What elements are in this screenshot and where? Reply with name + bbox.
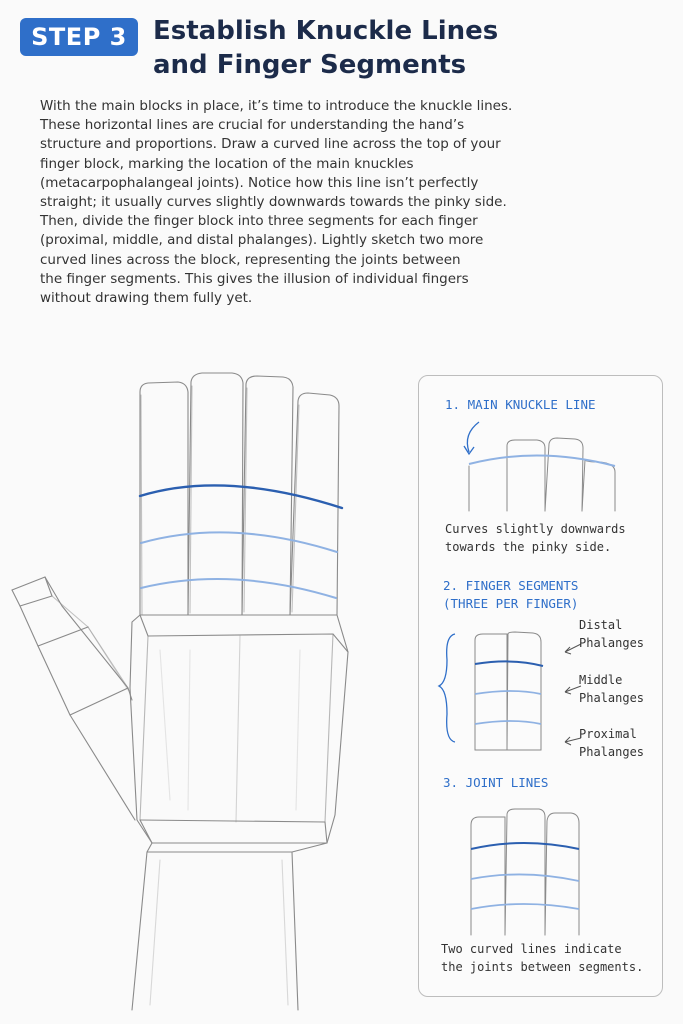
section-main-knuckle-heading: 1. MAIN KNUCKLE LINE — [445, 397, 596, 412]
guide-panel: 1. MAIN KNUCKLE LINE Curves slightly dow… — [418, 375, 663, 997]
intro-line: (metacarpophalangeal joints). Notice how… — [40, 174, 479, 191]
thumb-block — [11, 576, 136, 821]
finger-index — [139, 381, 189, 616]
intro-line: With the main blocks in place, it’s time… — [40, 98, 513, 114]
note-line: towards the pinky side. — [445, 540, 612, 554]
intro-line: curved lines across the block, represent… — [40, 251, 461, 268]
label-line: Phalanges — [579, 636, 645, 650]
label-line: Proximal — [579, 727, 637, 741]
step-badge: STEP 3 — [20, 18, 138, 56]
knuckle-line-diagram — [463, 421, 616, 512]
page-title-line-1: Establish Knuckle Lines — [153, 16, 499, 46]
label-proximal-phalanges: Proximal Phalanges — [579, 725, 644, 761]
intro-line: These horizontal lines are crucial for u… — [40, 117, 465, 134]
wrist-block — [131, 842, 328, 1011]
label-middle-phalanges: Middle Phalanges — [579, 671, 644, 707]
label-line: Phalanges — [579, 691, 645, 705]
note-line: the joints between segments. — [441, 960, 644, 974]
page-title-line-2: and Finger Segments — [153, 50, 467, 80]
finger-middle — [187, 372, 244, 616]
intro-line: finger block, marking the location of th… — [40, 155, 414, 172]
note-line: Two curved lines indicate — [441, 942, 622, 956]
brace-icon — [437, 633, 456, 743]
label-line: Middle — [579, 673, 623, 687]
intro-line: without drawing them fully yet. — [40, 290, 253, 307]
section-joint-lines-note: Two curved lines indicate the joints bet… — [441, 940, 643, 976]
intro-line: straight; it usually curves slightly dow… — [40, 194, 507, 211]
finger-ring — [241, 375, 294, 616]
section-finger-segments-heading: 2. FINGER SEGMENTS (THREE PER FINGER) — [443, 577, 578, 613]
heading-line: (THREE PER FINGER) — [443, 596, 579, 611]
page-title: Establish Knuckle Lines and Finger Segme… — [153, 14, 673, 82]
pointer-arrow-icon — [564, 643, 582, 655]
section-main-knuckle-note: Curves slightly downwards towards the pi… — [445, 520, 626, 556]
intro-line: structure and proportions. Draw a curved… — [40, 136, 501, 153]
note-line: Curves slightly downwards — [445, 522, 626, 536]
section-joint-lines-heading: 3. JOINT LINES — [443, 775, 549, 790]
label-line: Phalanges — [579, 745, 645, 759]
intro-paragraph: With the main blocks in place, it’s time… — [40, 97, 640, 308]
joint-line-upper — [140, 531, 338, 553]
hand-sketch-illustration — [11, 372, 349, 1011]
intro-line: (proximal, middle, and distal phalanges)… — [40, 232, 484, 249]
label-distal-phalanges: Distal Phalanges — [579, 616, 644, 652]
intro-line: Then, divide the finger block into three… — [40, 213, 478, 230]
intro-line: the finger segments. This gives the illu… — [40, 270, 469, 287]
joint-lines-diagram — [470, 808, 580, 936]
label-line: Distal — [579, 618, 623, 632]
joint-line-lower — [140, 578, 337, 599]
finger-pinky — [289, 392, 340, 616]
main-knuckle-line — [138, 484, 344, 510]
pointer-arrow-icon — [564, 685, 582, 695]
heading-line: 2. FINGER SEGMENTS — [443, 578, 579, 593]
finger-segments-diagram — [437, 631, 582, 751]
palm-block — [129, 614, 349, 844]
arrow-down-icon — [466, 421, 480, 453]
pointer-arrow-icon — [564, 736, 582, 746]
